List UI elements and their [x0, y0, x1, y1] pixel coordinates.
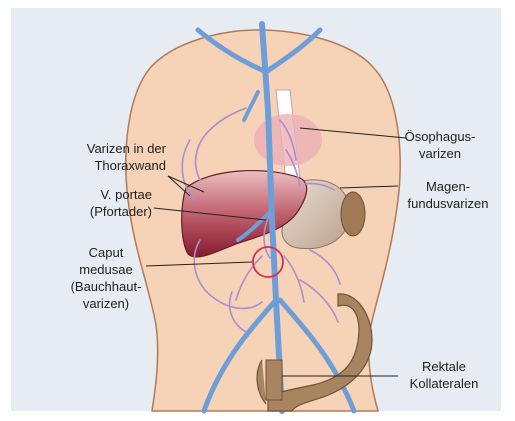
spleen-shape — [341, 192, 365, 236]
label-rectal-collaterals: Rektale Kollateralen — [396, 358, 492, 392]
rectum-shape — [266, 360, 282, 400]
label-thorax-varices: Varizen in der Thoraxwand — [16, 140, 166, 174]
label-gastric-fundus-varices: Magen- fundusvarizen — [398, 178, 498, 212]
heart-shape — [254, 114, 322, 166]
label-caput-medusae: Caput medusae (Bauchhaut- varizen) — [66, 244, 146, 312]
label-portal-vein: V. portae (Pfortader) — [16, 186, 152, 220]
label-esophageal-varices: Ösophagus- varizen — [400, 128, 480, 162]
